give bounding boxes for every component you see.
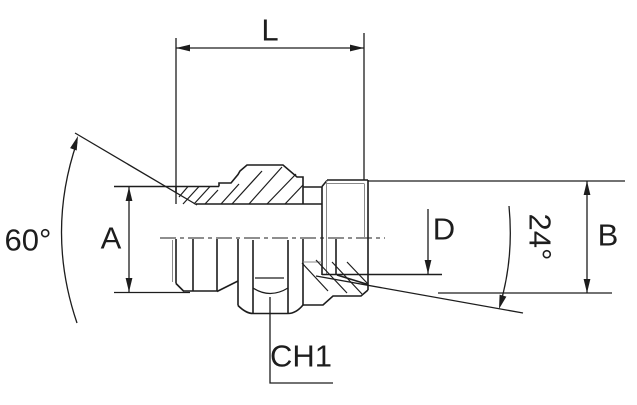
fitting-outline-top-thin [326, 181, 365, 275]
angle-24-arc [499, 205, 511, 309]
angle-label-60: 60° [4, 222, 52, 258]
angle-60-arc [60, 136, 78, 324]
dim-label-diameter-b: B [597, 217, 619, 253]
dimension-B [368, 180, 625, 294]
dimension-A [114, 186, 190, 294]
dim-label-diameter-d: D [432, 211, 456, 247]
dim-label-diameter-a: A [100, 220, 122, 256]
dimension-L [175, 33, 365, 204]
fitting-outline-top [114, 164, 369, 290]
leader-CH1 [269, 297, 333, 384]
fitting-outline-bottom-right [303, 239, 442, 306]
dim-label-hex-size: CH1 [269, 338, 333, 374]
section-hatching [178, 166, 369, 295]
dim-label-length: L [261, 12, 279, 48]
angle-label-24: 24° [522, 213, 558, 261]
fitting-outline-bottom-left [175, 239, 239, 293]
dimension-D [424, 209, 432, 274]
cone-construction-lines [74, 132, 524, 314]
